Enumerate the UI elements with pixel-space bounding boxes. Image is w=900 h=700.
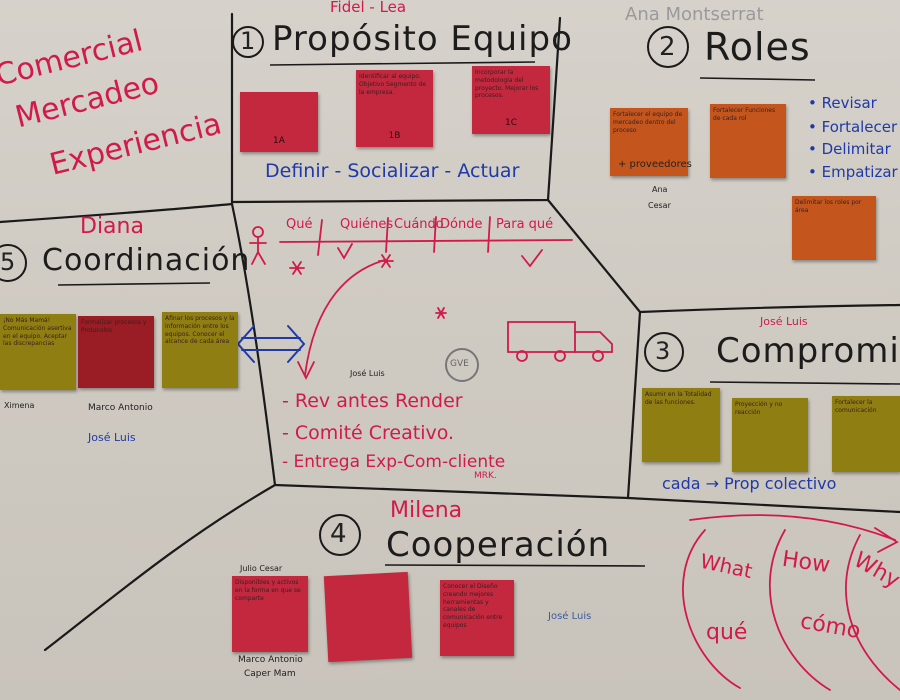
bottom-left-diagonal	[43, 483, 277, 652]
s2-number: 2	[659, 32, 676, 62]
center-name: José Luis	[350, 369, 385, 378]
s1-author: Fidel - Lea	[330, 0, 407, 16]
s2-name-2: Cesar	[648, 201, 671, 210]
s5-name-2: Marco Antonio	[88, 403, 153, 413]
br-word-4: qué	[706, 620, 748, 645]
center-right-line	[546, 198, 642, 314]
center-list-2: - Comité Creativo.	[282, 422, 455, 444]
center-q-2: Quiénes	[340, 217, 394, 232]
s1-note-1b: Identificar al equipo. Objetivo Segmento…	[356, 70, 433, 147]
s2-item-3: • Delimitar	[808, 140, 891, 158]
s1-note-1a: 1A	[240, 92, 318, 152]
s4-number: 4	[330, 519, 347, 549]
s3-number: 3	[655, 337, 671, 365]
s3-note-2: Proyección y no reacción	[732, 398, 808, 472]
s5-title: Coordinación	[42, 243, 251, 278]
s4-note-1: Disponibles y activos en la forma en que…	[232, 576, 308, 652]
s5-note-3: Afinar los procesos y la información ent…	[162, 312, 238, 388]
top-right-author: Ana Montserrat	[625, 4, 764, 25]
center-bottom	[273, 483, 900, 514]
s2-item-1: • Revisar	[808, 94, 877, 112]
s4-note-3: Conocer el Diseño creando mejores herram…	[440, 580, 514, 656]
s3-left	[626, 310, 642, 500]
s4-name-bottom-1: Marco Antonio	[238, 655, 303, 665]
s5-note-1: ¡No Más Mamá! Comunicación asertiva en e…	[0, 314, 76, 390]
s5-number: 5	[0, 248, 16, 276]
center-q-3: Cuándo	[394, 217, 444, 232]
center-circle-label: GVE	[450, 359, 469, 369]
s4-name-left: Julio Cesar	[240, 564, 283, 573]
s5-name-3: José Luis	[88, 431, 136, 444]
s4-note-2	[323, 571, 413, 663]
center-q-5: Para qué	[496, 217, 554, 232]
s4-name-bottom-2: Caper Mam	[244, 669, 296, 679]
s2-item-2: • Fortalecer	[808, 118, 898, 136]
s4-author: Milena	[390, 498, 463, 523]
s2-note-2: Fortalecer Funciones de cada rol	[710, 104, 786, 178]
s3-footer: cada → Prop colectivo	[662, 474, 837, 493]
center-list-3: - Entrega Exp-Com-cliente	[282, 452, 506, 472]
s3-top	[638, 303, 900, 314]
s2-note-3: Delimitar los roles por área	[792, 196, 876, 260]
s2-item-4: • Empatizar	[808, 163, 898, 181]
center-list-1: - Rev antes Render	[282, 390, 463, 412]
s5-name-1: Ximena	[4, 401, 35, 410]
s1-title: Propósito Equipo	[272, 19, 573, 59]
s4-name-right: José Luis	[548, 611, 592, 622]
s2-title: Roles	[704, 25, 811, 69]
s1-note-1c: Incorporar la metodología del proyecto. …	[472, 66, 550, 134]
s2-plus-label: + proveedores	[618, 159, 692, 170]
s3-title: Compromiso	[716, 331, 900, 371]
s1-verbs: Definir - Socializar - Actuar	[265, 160, 520, 182]
s1-box	[230, 12, 562, 204]
s2-note-1: Fortalecer el equipo de mercadeo dentro …	[610, 108, 688, 176]
center-list-sub: MRK.	[474, 471, 497, 481]
center-q-1: Qué	[286, 217, 313, 232]
s1-number: 1	[240, 27, 256, 55]
s3-author: José Luis	[760, 315, 808, 328]
left-divider	[0, 202, 234, 224]
s3-note-1: Asumir en la Totalidad de las funciones.	[642, 388, 720, 462]
s4-title: Cooperación	[386, 525, 611, 565]
s3-note-3: Fortalecer la comunicación	[832, 396, 900, 472]
center-q-4: Dónde	[440, 217, 483, 232]
s5-author: Diana	[80, 214, 144, 239]
s5-note-2: Formalizar procesos y Protocolos	[78, 316, 154, 388]
s2-name-1: Ana	[652, 185, 668, 194]
